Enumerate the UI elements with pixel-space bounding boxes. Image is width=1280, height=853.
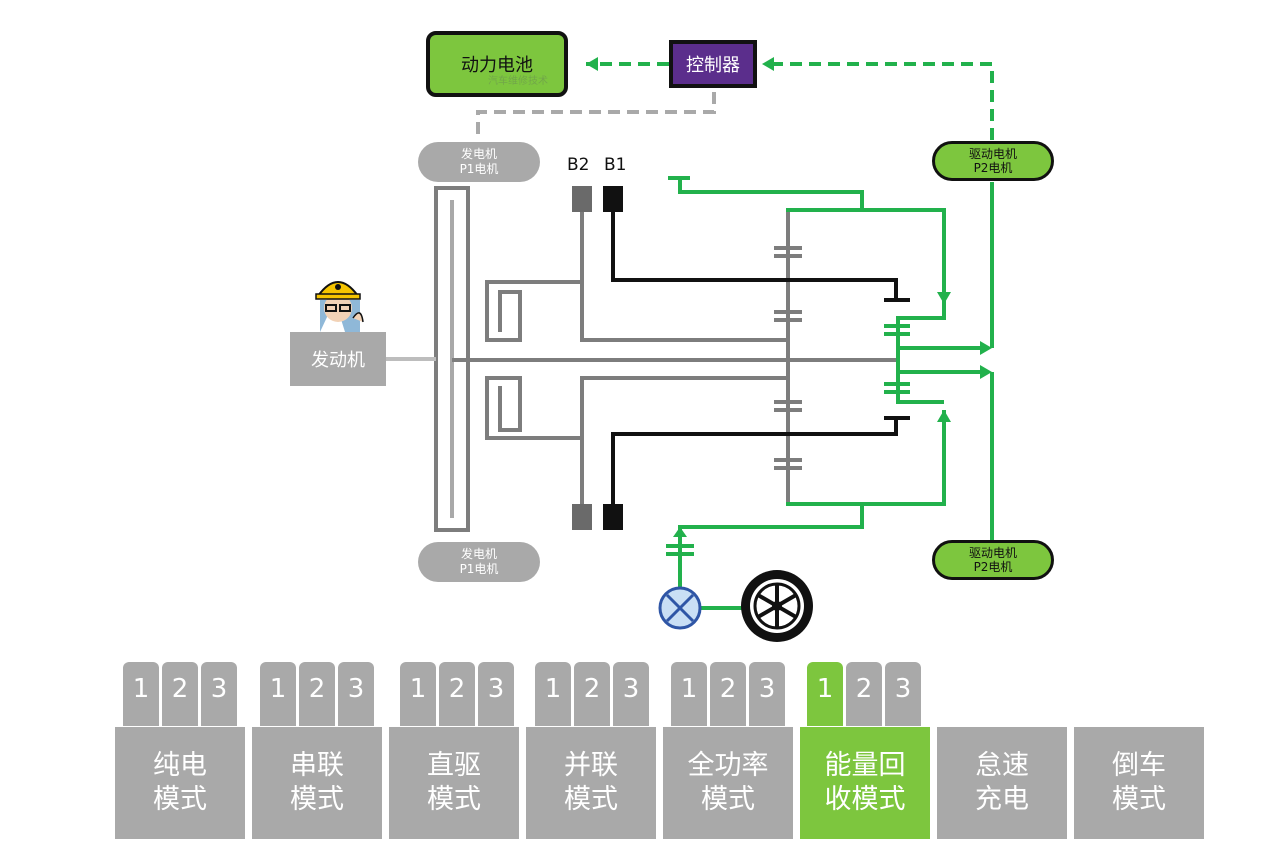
mode-label-line1: 直驱 xyxy=(427,750,481,781)
brake-b2-label: B2 xyxy=(567,155,590,175)
wheel-icon xyxy=(741,570,813,642)
mode-subtab-1-2[interactable]: 3 xyxy=(338,662,374,726)
mode-label-line2: 模式 xyxy=(1112,784,1166,815)
mode-subtab-3-2[interactable]: 3 xyxy=(613,662,649,726)
generator-signal-line xyxy=(476,92,716,140)
drive-motor-p2-bottom: 驱动电机 P2电机 xyxy=(932,540,1054,580)
mode-button-5[interactable]: 能量回收模式 xyxy=(800,727,930,839)
generator-label: 发电机 xyxy=(460,147,497,161)
battery-arrow xyxy=(586,57,598,71)
mode-subtab-5-2[interactable]: 3 xyxy=(885,662,921,726)
mode-label-line2: 模式 xyxy=(427,784,481,815)
mode-button-4[interactable]: 全功率模式 xyxy=(663,727,793,839)
mode-subtab-4-2[interactable]: 3 xyxy=(749,662,785,726)
mode-subtab-4-1[interactable]: 2 xyxy=(710,662,746,726)
mode-label-line1: 全功率 xyxy=(687,750,769,781)
engine-box: 发动机 xyxy=(290,332,386,386)
mode-subtab-5-0[interactable]: 1 xyxy=(807,662,843,726)
mode-label-line2: 模式 xyxy=(290,784,344,815)
mode-subtab-2-0[interactable]: 1 xyxy=(400,662,436,726)
mode-subtab-0-0[interactable]: 1 xyxy=(123,662,159,726)
mode-subtab-3-0[interactable]: 1 xyxy=(535,662,571,726)
mode-button-2[interactable]: 直驱模式 xyxy=(389,727,519,839)
controller-box: 控制器 xyxy=(669,40,757,88)
generator-p1-top: 发电机 P1电机 xyxy=(418,142,540,182)
mode-subtab-3-1[interactable]: 2 xyxy=(574,662,610,726)
p1-motor-label: P1电机 xyxy=(459,162,499,176)
controller-label: 控制器 xyxy=(686,55,740,76)
mode-button-6[interactable]: 怠速充电 xyxy=(937,727,1067,839)
engine-label: 发动机 xyxy=(311,350,365,371)
differential-icon xyxy=(658,586,702,630)
mode-label-line1: 能量回 xyxy=(824,750,906,781)
mode-label-line1: 并联 xyxy=(564,750,618,781)
mode-subtab-2-2[interactable]: 3 xyxy=(478,662,514,726)
controller-arrow xyxy=(762,57,774,71)
p2-motor-label: P2电机 xyxy=(973,560,1013,574)
generator-label: 发电机 xyxy=(460,547,497,561)
mode-button-7[interactable]: 倒车模式 xyxy=(1074,727,1204,839)
mode-button-1[interactable]: 串联模式 xyxy=(252,727,382,839)
mode-button-0[interactable]: 纯电模式 xyxy=(115,727,245,839)
p1-motor-label: P1电机 xyxy=(459,562,499,576)
mode-button-3[interactable]: 并联模式 xyxy=(526,727,656,839)
brake-b2-bottom xyxy=(572,504,592,530)
mode-subtab-0-1[interactable]: 2 xyxy=(162,662,198,726)
p2-motor-label: P2电机 xyxy=(973,161,1013,175)
drive-motor-label: 驱动电机 xyxy=(968,546,1017,560)
mode-label-line2: 充电 xyxy=(975,784,1029,815)
drive-motor-label: 驱动电机 xyxy=(968,147,1017,161)
power-battery-label: 动力电池 xyxy=(461,55,533,76)
mode-label-line1: 串联 xyxy=(290,750,344,781)
brake-b1-bottom xyxy=(603,504,623,530)
mode-subtab-4-0[interactable]: 1 xyxy=(671,662,707,726)
watermark-logo: 汽车维修技术 xyxy=(488,76,548,87)
mode-subtab-2-1[interactable]: 2 xyxy=(439,662,475,726)
motor-to-controller-line xyxy=(774,62,994,140)
mode-label-line2: 模式 xyxy=(153,784,207,815)
power-battery: 动力电池 汽车维修技术 xyxy=(426,31,568,97)
mode-label-line2: 收模式 xyxy=(824,784,906,815)
mode-subtab-5-1[interactable]: 2 xyxy=(846,662,882,726)
mode-subtab-1-0[interactable]: 1 xyxy=(260,662,296,726)
mode-label-line2: 模式 xyxy=(564,784,618,815)
brake-b2-top xyxy=(572,186,592,212)
mode-subtab-1-1[interactable]: 2 xyxy=(299,662,335,726)
mode-label-line1: 倒车 xyxy=(1112,750,1166,781)
worker-mascot-icon xyxy=(315,281,364,332)
mode-label-line2: 模式 xyxy=(701,784,755,815)
brake-b1-top xyxy=(603,186,623,212)
mode-subtab-0-2[interactable]: 3 xyxy=(201,662,237,726)
brake-b1-label: B1 xyxy=(604,155,627,175)
mode-label-line1: 怠速 xyxy=(975,750,1029,781)
generator-p1-bottom: 发电机 P1电机 xyxy=(418,542,540,582)
drive-motor-p2-top: 驱动电机 P2电机 xyxy=(932,141,1054,181)
mode-label-line1: 纯电 xyxy=(153,750,207,781)
